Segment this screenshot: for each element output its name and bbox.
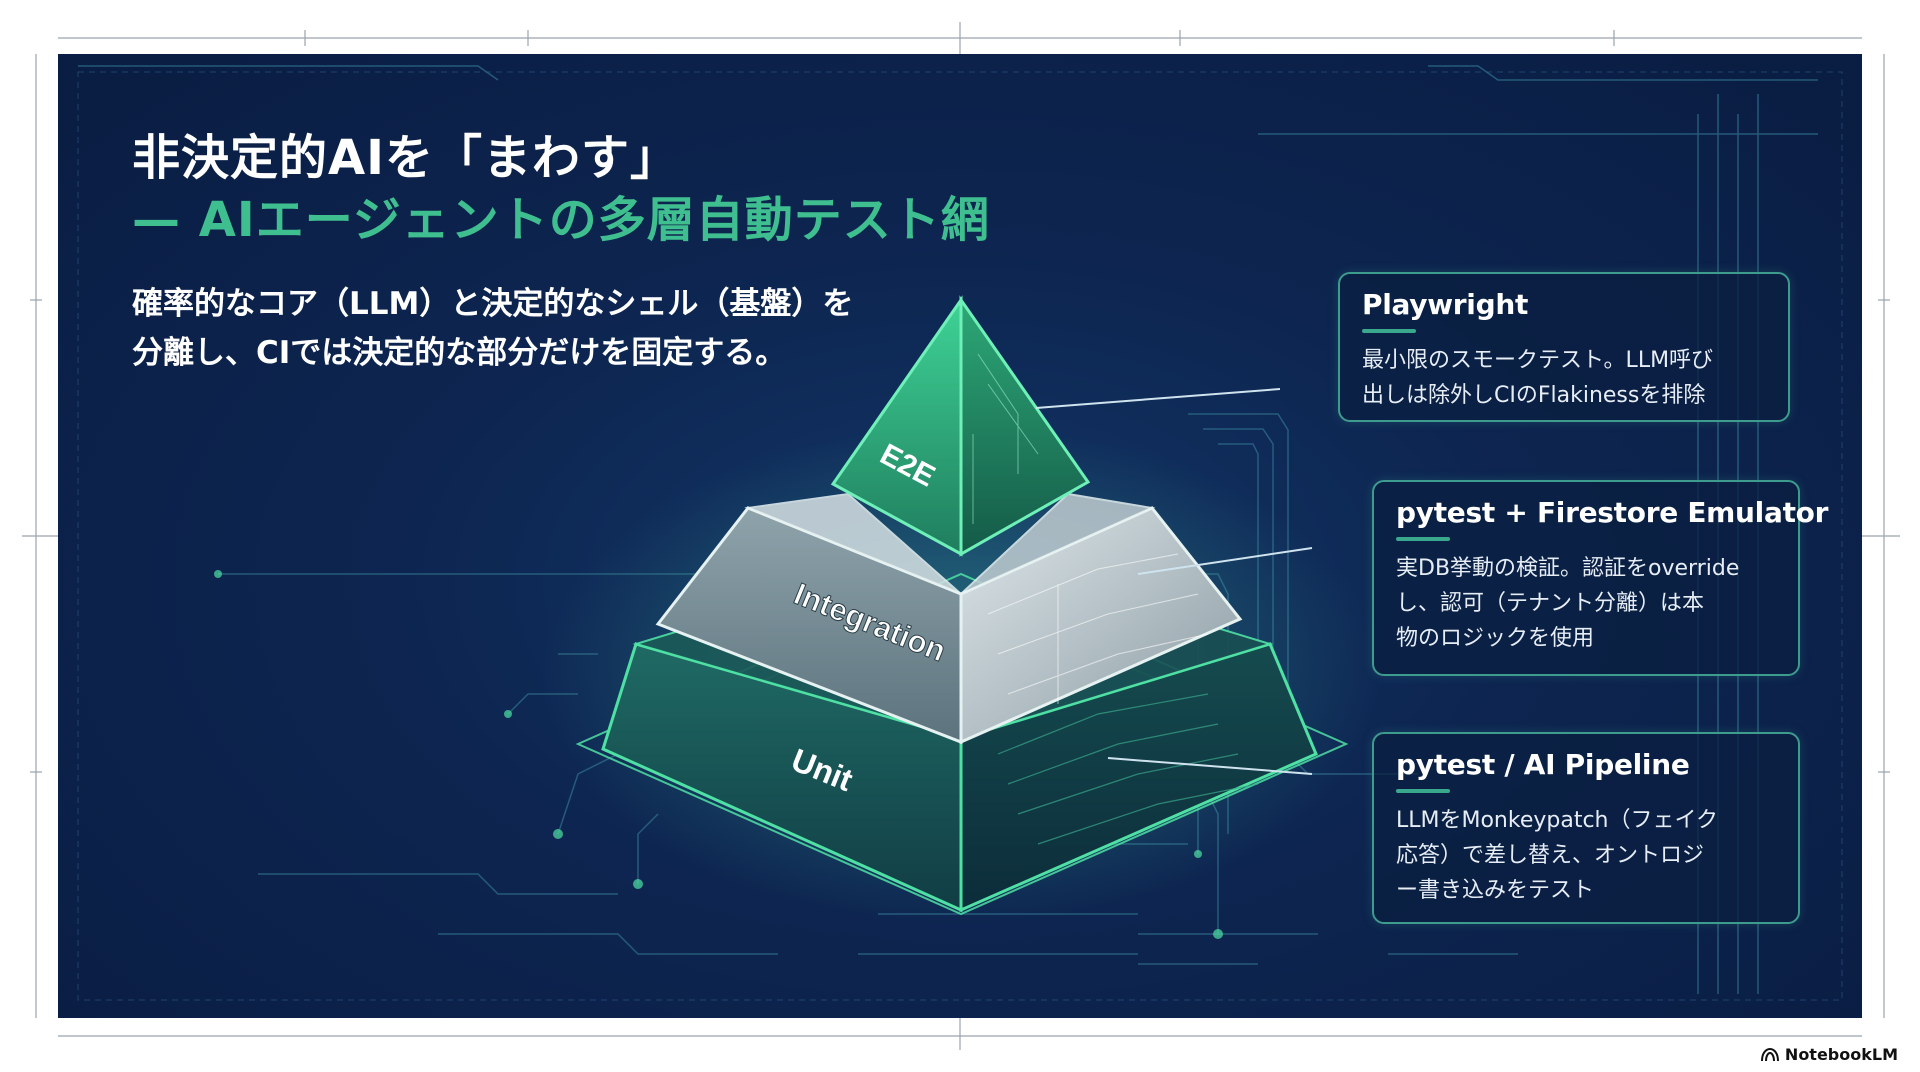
callout-playwright: Playwright 最小限のスモークテスト。LLM呼び 出しは除外しCIのFl…: [1338, 272, 1790, 422]
lead-text: 確率的なコア（LLM）と決定的なシェル（基盤）を 分離し、CIでは決定的な部分だ…: [132, 280, 932, 378]
page-title: 非決定的AIを「まわす」: [132, 130, 680, 186]
pyramid-layer-integration: [655, 492, 1243, 745]
callout-pytest-firestore: pytest + Firestore Emulator 実DB挙動の検証。認証を…: [1372, 480, 1829, 676]
callout-body-line: 応答）で差し替え、オントロジ: [1396, 843, 1705, 868]
pyramid-diagram: E2E Integration Unit: [77, 65, 1843, 1001]
callout-title: Playwright: [1362, 288, 1529, 321]
callout-body-line: し、認可（テナント分離）は本: [1396, 591, 1705, 616]
callout-rule: [1396, 537, 1450, 541]
callout-rule: [1362, 329, 1416, 333]
callout-body: 最小限のスモークテスト。LLM呼び 出しは除外しCIのFlakinessを排除: [1362, 343, 1766, 413]
callout-body-line: LLMをMonkeypatch（フェイク: [1396, 808, 1719, 833]
callout-body-line: 実DB挙動の検証。認証をoverride: [1396, 556, 1740, 581]
lead-text-line: 分離し、CIでは決定的な部分だけを固定する。: [132, 335, 787, 371]
callout-title: pytest / AI Pipeline: [1396, 748, 1690, 781]
callout-body-line: 物のロジックを使用: [1396, 626, 1595, 651]
lead-text-line: 確率的なコア（LLM）と決定的なシェル（基盤）を: [132, 286, 854, 322]
pyramid-layer-e2e: [830, 295, 1091, 557]
brand-watermark: NotebookLM: [1760, 1045, 1898, 1064]
callout-connectors: [1035, 388, 1313, 775]
callout-rule: [1396, 789, 1450, 793]
callout-body-line: 最小限のスモークテスト。LLM呼び: [1362, 348, 1714, 373]
brand-name: NotebookLM: [1784, 1045, 1898, 1064]
slide: E2E Integration Unit 非決定的AIを「まわす」 — AIエー…: [58, 54, 1862, 1018]
callout-body: LLMをMonkeypatch（フェイク 応答）で差し替え、オントロジ ー書き込…: [1396, 803, 1776, 908]
callout-title: pytest + Firestore Emulator: [1396, 496, 1829, 529]
callout-pytest-ai-pipeline: pytest / AI Pipeline LLMをMonkeypatch（フェイ…: [1372, 732, 1800, 924]
callout-body-line: ー書き込みをテスト: [1396, 878, 1595, 903]
callout-body: 実DB挙動の検証。認証をoverride し、認可（テナント分離）は本 物のロジ…: [1396, 551, 1776, 656]
page-subtitle-heading: — AIエージェントの多層自動テスト網: [132, 192, 990, 248]
callout-body-line: 出しは除外しCIのFlakinessを排除: [1362, 383, 1706, 408]
notebooklm-logo-icon: [1760, 1047, 1779, 1061]
